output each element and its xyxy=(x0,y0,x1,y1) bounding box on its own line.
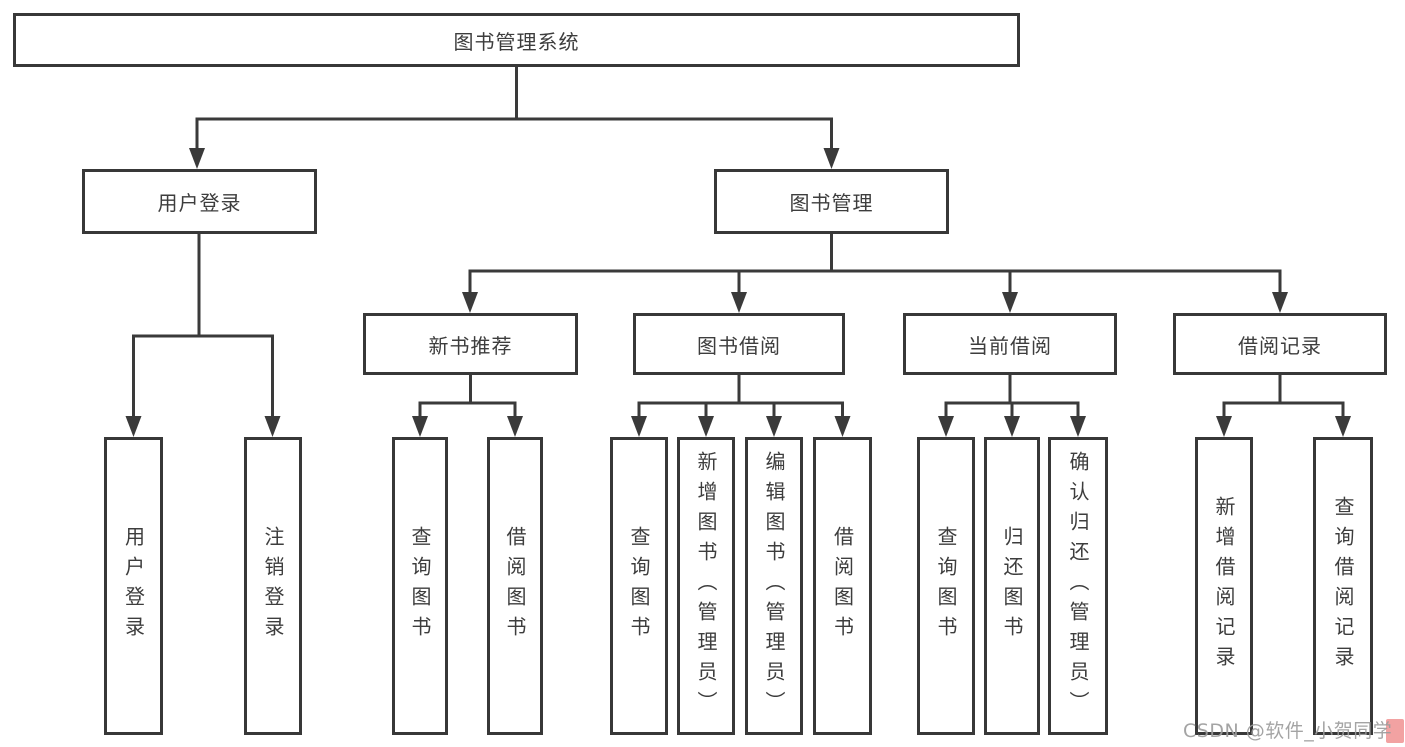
leaf-return-book-label: 归还图书 xyxy=(1000,526,1024,646)
node-book-borrow-label: 图书借阅 xyxy=(697,333,781,358)
leaf-query-book-c: 查询图书 xyxy=(917,437,975,735)
node-new-book-recommend-label: 新书推荐 xyxy=(428,333,513,358)
leaf-query-book-a-label: 查询图书 xyxy=(408,526,432,646)
leaf-query-borrow-record: 查询借阅记录 xyxy=(1313,437,1373,735)
node-book-management: 图书管理 xyxy=(714,169,949,234)
leaf-query-book-b-label: 查询图书 xyxy=(627,526,651,646)
node-root-label: 图书管理系统 xyxy=(453,29,580,54)
node-book-borrow: 图书借阅 xyxy=(633,313,845,375)
watermark-pink-badge xyxy=(1386,719,1404,743)
arrowheads xyxy=(125,148,1351,437)
node-user-login: 用户登录 xyxy=(82,169,317,234)
leaf-logout-label: 注销登录 xyxy=(261,526,285,646)
leaf-borrow-book-a-label: 借阅图书 xyxy=(503,526,527,646)
leaf-user-login-label: 用户登录 xyxy=(121,526,146,646)
leaf-add-book: 新增图书（管理员） xyxy=(677,437,735,735)
leaf-return-book: 归还图书 xyxy=(984,437,1040,735)
leaf-user-login: 用户登录 xyxy=(104,437,163,735)
leaf-logout: 注销登录 xyxy=(244,437,302,735)
node-current-borrow-label: 当前借阅 xyxy=(968,333,1052,358)
node-user-login-label: 用户登录 xyxy=(157,191,242,215)
node-root: 图书管理系统 xyxy=(13,13,1020,67)
leaf-confirm-return-label: 确认归还（管理员） xyxy=(1066,451,1090,721)
leaf-add-book-label: 新增图书（管理员） xyxy=(694,451,718,721)
node-borrow-records: 借阅记录 xyxy=(1173,313,1387,375)
leaf-query-book-a: 查询图书 xyxy=(392,437,448,735)
leaf-edit-book: 编辑图书（管理员） xyxy=(745,437,803,735)
node-current-borrow: 当前借阅 xyxy=(903,313,1117,375)
leaf-query-borrow-record-label: 查询借阅记录 xyxy=(1331,496,1355,676)
leaf-confirm-return: 确认归还（管理员） xyxy=(1048,437,1108,735)
leaf-query-book-b: 查询图书 xyxy=(610,437,668,735)
leaf-borrow-book-b-label: 借阅图书 xyxy=(830,526,855,646)
leaf-add-borrow-record-label: 新增借阅记录 xyxy=(1212,496,1236,676)
node-borrow-records-label: 借阅记录 xyxy=(1238,333,1322,358)
leaf-borrow-book-b: 借阅图书 xyxy=(813,437,872,735)
leaf-edit-book-label: 编辑图书（管理员） xyxy=(762,451,786,721)
leaf-add-borrow-record: 新增借阅记录 xyxy=(1195,437,1253,735)
leaf-query-book-c-label: 查询图书 xyxy=(934,526,958,646)
node-new-book-recommend: 新书推荐 xyxy=(363,313,578,375)
node-book-management-label: 图书管理 xyxy=(789,191,874,215)
leaf-borrow-book-a: 借阅图书 xyxy=(487,437,543,735)
watermark-text: CSDN @软件_小贺同学 xyxy=(1183,720,1393,742)
